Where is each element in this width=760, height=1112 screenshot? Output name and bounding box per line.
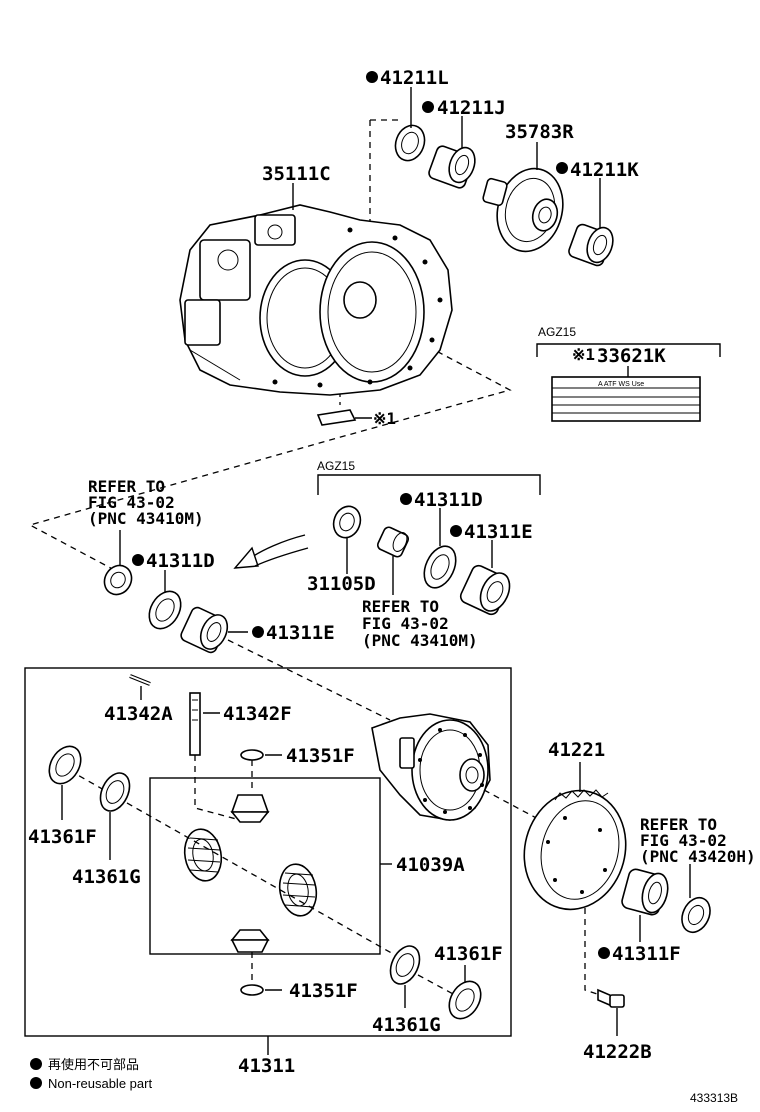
ref2-line3[interactable]: (PNC 43410M) bbox=[362, 631, 478, 650]
label-41361G-right[interactable]: 41361G bbox=[372, 1014, 441, 1036]
legend-jp-text: 再使用不可部品 bbox=[48, 1057, 139, 1072]
part-41211L-race[interactable] bbox=[391, 121, 430, 164]
label-41211J[interactable]: 41211J bbox=[437, 97, 506, 119]
ref1-line2: FIG 43-02 bbox=[88, 493, 175, 512]
part-35111C-case[interactable] bbox=[179, 204, 453, 396]
ref1-line3[interactable]: (PNC 43410M) bbox=[88, 509, 204, 528]
non-reusable-bullet bbox=[132, 554, 144, 566]
non-reusable-bullet bbox=[366, 71, 378, 83]
part-41221-ring-gear[interactable] bbox=[511, 779, 639, 921]
case-label-mark: ※1 bbox=[373, 409, 396, 428]
label-41351F-bottom[interactable]: 41351F bbox=[289, 980, 358, 1002]
label-33621K[interactable]: 33621K bbox=[597, 345, 666, 367]
non-reusable-bullet bbox=[252, 626, 264, 638]
label-41311E-top[interactable]: 41311E bbox=[464, 521, 533, 543]
part-41342A-pin[interactable] bbox=[129, 674, 151, 686]
part-33621K-plate[interactable]: A ATF WS Use bbox=[551, 376, 701, 422]
part-41211K-bearing[interactable] bbox=[567, 223, 617, 267]
part-41351F-top-washer[interactable] bbox=[240, 749, 264, 761]
part-41222B-bolt[interactable] bbox=[597, 988, 625, 1008]
part-41311F-bearing[interactable] bbox=[620, 868, 671, 916]
diagram-id: 433313B bbox=[690, 1091, 738, 1105]
label-41311D-top[interactable]: 41311D bbox=[414, 489, 483, 511]
label-41311E-left[interactable]: 41311E bbox=[266, 622, 335, 644]
part-side-gear-left[interactable] bbox=[181, 826, 225, 883]
label-41342F[interactable]: 41342F bbox=[223, 703, 292, 725]
label-41361F-left[interactable]: 41361F bbox=[28, 826, 97, 848]
part-41361G-right-washer[interactable] bbox=[385, 941, 425, 988]
part-refer2-bearing[interactable] bbox=[376, 526, 410, 559]
part-pinion-gear-bottom[interactable] bbox=[230, 929, 270, 953]
part-41361G-left-washer[interactable] bbox=[95, 768, 135, 815]
label-41351F-top[interactable]: 41351F bbox=[286, 745, 355, 767]
label-31105D[interactable]: 31105D bbox=[307, 573, 376, 595]
part-oil-seal-left[interactable] bbox=[99, 561, 137, 600]
ref2-line2: FIG 43-02 bbox=[362, 614, 449, 633]
part-35783R-gear[interactable] bbox=[482, 161, 572, 259]
label-41222B[interactable]: 41222B bbox=[583, 1041, 652, 1063]
part-41311D-top-race[interactable] bbox=[418, 541, 462, 593]
group-agz15-bearing: AGZ15 bbox=[317, 459, 355, 473]
label-41311D-left[interactable]: 41311D bbox=[146, 550, 215, 572]
non-reusable-bullet bbox=[422, 101, 434, 113]
non-reusable-bullet bbox=[598, 947, 610, 959]
part-41311D-left-race[interactable] bbox=[143, 586, 187, 635]
part-41342F-shaft[interactable] bbox=[189, 692, 201, 756]
case-caution-label[interactable] bbox=[316, 409, 372, 426]
ref3-line1: REFER TO bbox=[640, 815, 717, 834]
part-41311E-left-bearing[interactable] bbox=[179, 606, 232, 655]
group-agz15-plate: AGZ15 bbox=[538, 325, 576, 339]
legend-bullet-jp bbox=[30, 1058, 42, 1070]
part-41211J-bearing[interactable] bbox=[427, 144, 479, 189]
non-reusable-bullet bbox=[400, 493, 412, 505]
part-differential-case[interactable] bbox=[371, 713, 491, 821]
ref3-line3[interactable]: (PNC 43420H) bbox=[640, 847, 756, 866]
part-41361F-right-washer[interactable] bbox=[443, 976, 487, 1025]
label-41311F[interactable]: 41311F bbox=[612, 943, 681, 965]
legend-en-text: Non-reusable part bbox=[48, 1076, 152, 1091]
label-41361F-right[interactable]: 41361F bbox=[434, 943, 503, 965]
part-41351F-bottom-washer[interactable] bbox=[240, 984, 264, 996]
non-reusable-bullet bbox=[556, 162, 568, 174]
label-41039A[interactable]: 41039A bbox=[396, 854, 465, 876]
label-41211L[interactable]: 41211L bbox=[380, 67, 449, 89]
label-41221[interactable]: 41221 bbox=[548, 739, 605, 761]
non-reusable-bullet bbox=[450, 525, 462, 537]
label-33621K-mark: ※1 bbox=[572, 345, 595, 364]
part-41361F-left-washer[interactable] bbox=[43, 741, 87, 790]
legend-bullet-en bbox=[30, 1077, 42, 1089]
part-oil-seal-right[interactable] bbox=[677, 893, 716, 937]
pinion-kit-box bbox=[149, 777, 381, 955]
label-41311[interactable]: 41311 bbox=[238, 1055, 295, 1077]
part-31105D-seal[interactable] bbox=[329, 503, 364, 542]
part-pinion-gear-top[interactable] bbox=[230, 794, 270, 823]
part-side-gear-right[interactable] bbox=[276, 861, 320, 918]
ref1-line1: REFER TO bbox=[88, 477, 165, 496]
label-35111C[interactable]: 35111C bbox=[262, 163, 331, 185]
ref2-line1: REFER TO bbox=[362, 597, 439, 616]
ref3-line2: FIG 43-02 bbox=[640, 831, 727, 850]
label-41361G-left[interactable]: 41361G bbox=[72, 866, 141, 888]
label-35783R[interactable]: 35783R bbox=[505, 121, 574, 143]
label-41211K[interactable]: 41211K bbox=[570, 159, 639, 181]
legend: 再使用不可部品 Non-reusable part bbox=[30, 1057, 152, 1091]
label-41342A[interactable]: 41342A bbox=[104, 703, 173, 725]
part-41311E-top-bearing[interactable] bbox=[458, 563, 515, 616]
plate-text: A ATF WS Use bbox=[598, 381, 644, 388]
